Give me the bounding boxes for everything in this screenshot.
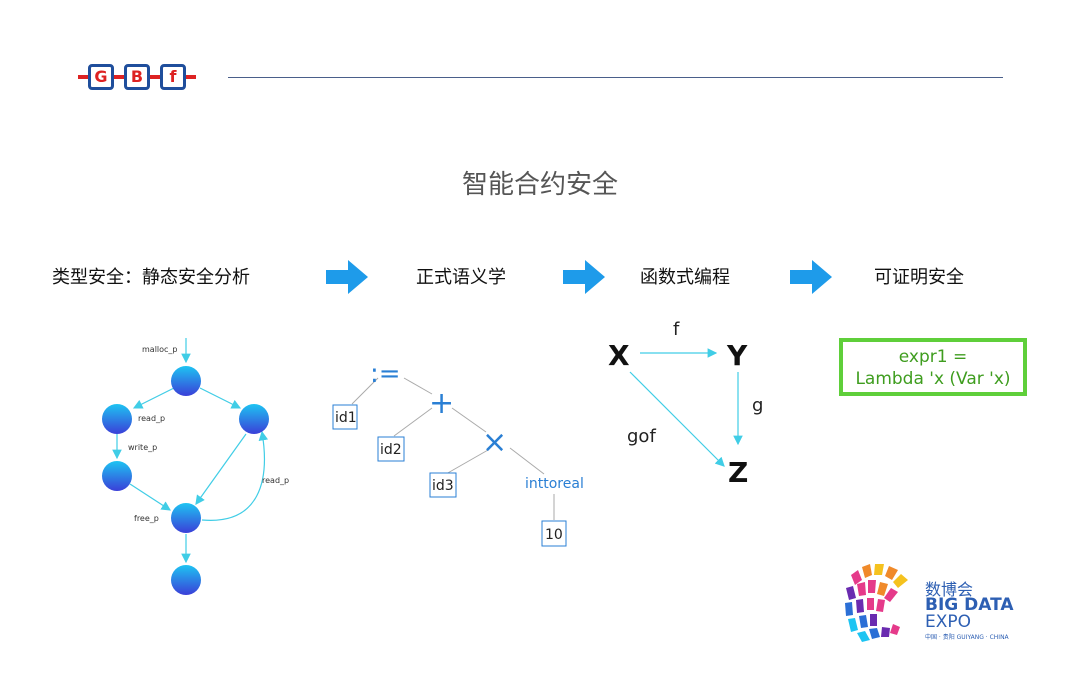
assign-operator: := (370, 359, 401, 389)
cfg-node (102, 461, 132, 491)
times-operator: × (482, 425, 507, 460)
right-arrow-icon (326, 260, 368, 294)
step-functional-programming: 函数式编程 (640, 267, 730, 288)
morphism-f: f (673, 319, 680, 340)
object-y: Y (726, 339, 748, 372)
proof-line-1: expr1 = (898, 347, 968, 367)
cfg-label-read: read_p (138, 414, 165, 423)
morphism-gof: gof (627, 426, 656, 447)
morphism-g: g (752, 395, 763, 416)
expo-line1: BIG DATA (925, 595, 1014, 615)
cfg-node (239, 404, 269, 434)
cfg-label-free: free_p (134, 514, 159, 523)
control-flow-graph: malloc_p read_p write_p read_p free_p (102, 338, 289, 595)
object-x: X (608, 339, 630, 372)
cfg-label-write: write_p (128, 443, 157, 452)
step-formal-semantics: 正式语义学 (416, 267, 506, 288)
cfg-node (171, 503, 201, 533)
ast-ten: 10 (545, 527, 563, 543)
logo-dash (150, 75, 160, 79)
expo-subtitle: 中国 · 贵阳 GUIYANG · CHINA (925, 634, 1009, 641)
cfg-label-read: read_p (262, 476, 289, 485)
cfg-label-malloc: malloc_p (142, 345, 178, 354)
page-title: 智能合约安全 (461, 170, 618, 200)
right-arrow-icon (790, 260, 832, 294)
logo-letter-f: f (160, 64, 186, 90)
syntax-tree: := + × id1 id2 id3 inttoreal 10 (332, 359, 584, 547)
expo-cn-title: 数博会 (925, 580, 974, 599)
expo-line2: EXPO (925, 612, 972, 632)
proof-line-2: Lambda 'x (Var 'x) (855, 369, 1011, 389)
ast-id3: id3 (432, 478, 454, 494)
ast-inttoreal: inttoreal (525, 476, 584, 492)
step-type-safety: 类型安全：静态安全分析 (52, 267, 250, 288)
logo-dash (78, 75, 88, 79)
cfg-node (102, 404, 132, 434)
proof-expression-box: expr1 = Lambda 'x (Var 'x) (839, 338, 1027, 396)
cfg-node (171, 565, 201, 595)
object-z: Z (728, 456, 748, 489)
plus-operator: + (429, 386, 454, 421)
step-provable-safety: 可证明安全 (874, 267, 964, 288)
logo-letter-g: G (88, 64, 114, 90)
logo-dash (186, 75, 196, 79)
ast-id2: id2 (380, 442, 402, 458)
header-divider (228, 77, 1003, 78)
function-composition-diagram: X Y Z f g gof (608, 319, 763, 489)
right-arrow-icon (563, 260, 605, 294)
big-data-expo-logo-mark (845, 564, 908, 642)
logo-dash (114, 75, 124, 79)
logo-letter-b: B (124, 64, 150, 90)
cfg-node (171, 366, 201, 396)
ast-id1: id1 (335, 410, 357, 426)
